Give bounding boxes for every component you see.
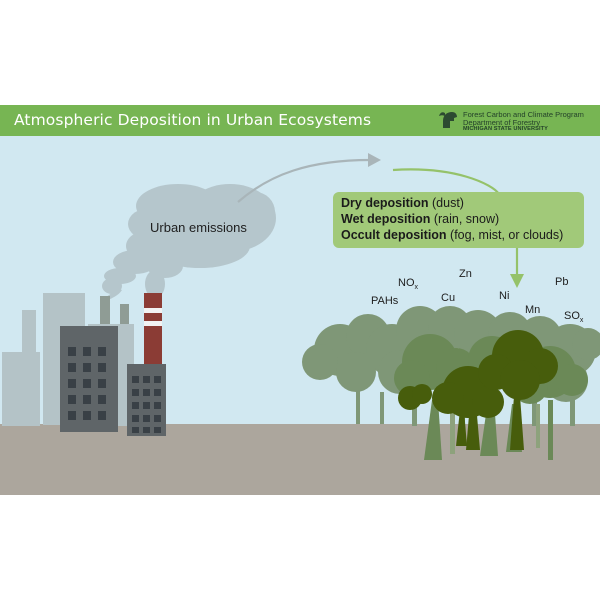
- deposition-types-box: [333, 192, 584, 248]
- page-title: Atmospheric Deposition in Urban Ecosyste…: [14, 111, 372, 129]
- spartan-helmet-icon: [439, 112, 457, 128]
- org-program-name: Forest Carbon and Climate Program: [463, 110, 584, 119]
- title-bar: [0, 105, 600, 136]
- deposition-arrowhead: [510, 274, 524, 288]
- deposition-arrow: [392, 168, 500, 195]
- pollutant-pb: Pb: [555, 276, 569, 288]
- urban-forest: [302, 306, 600, 460]
- occult-deposition-term: Occult deposition: [341, 228, 447, 242]
- pollutant-nox: NOx: [398, 277, 418, 291]
- dry-deposition-line: Dry deposition (dust): [341, 196, 464, 210]
- wet-deposition-term: Wet deposition: [341, 212, 431, 226]
- org-department-name: Department of Forestry: [463, 118, 541, 127]
- pollutant-zn: Zn: [459, 268, 472, 280]
- dry-deposition-term: Dry deposition: [341, 196, 429, 210]
- pollutant-pahs: PAHs: [371, 295, 399, 307]
- pollutant-ni: Ni: [499, 290, 510, 302]
- occult-deposition-line: Occult deposition (fog, mist, or clouds): [341, 228, 563, 242]
- urban-deposition-scene: [0, 136, 600, 495]
- pollutant-sox: SOx: [564, 310, 584, 324]
- occult-deposition-detail: (fog, mist, or clouds): [450, 228, 564, 242]
- emissions-arrow: [237, 158, 371, 203]
- dry-deposition-detail: (dust): [432, 196, 464, 210]
- ground: [0, 424, 600, 495]
- pollutant-mn: Mn: [525, 304, 541, 316]
- wet-deposition-line: Wet deposition (rain, snow): [341, 212, 499, 226]
- smoke-plume: [100, 184, 276, 304]
- factory-buildings: [2, 293, 166, 436]
- emissions-arrowhead: [368, 153, 381, 167]
- wet-deposition-detail: (rain, snow): [433, 212, 500, 226]
- urban-emissions-label: Urban emissions: [150, 220, 247, 235]
- pollutant-cu: Cu: [441, 292, 456, 304]
- org-university-name: MICHIGAN STATE UNIVERSITY: [463, 126, 548, 132]
